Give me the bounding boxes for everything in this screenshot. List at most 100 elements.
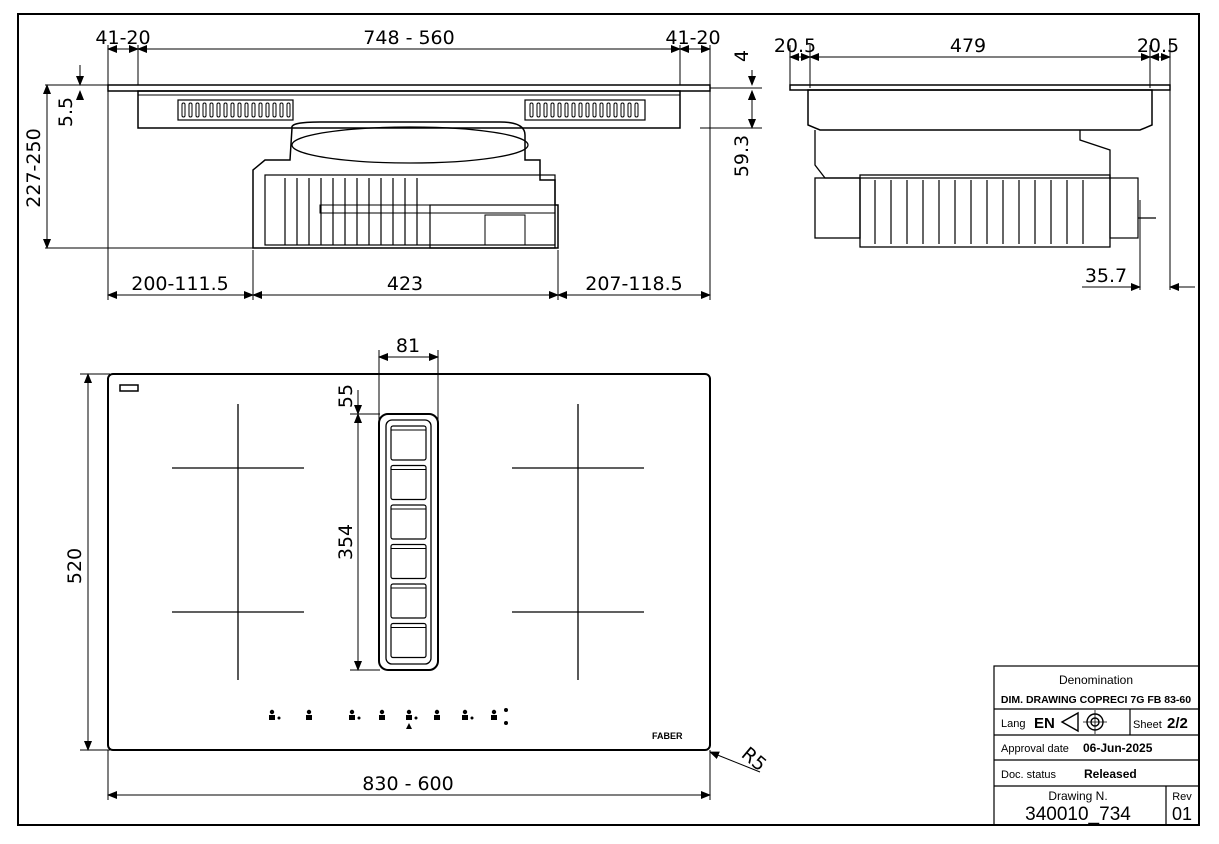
dim-hob-width: 830 - 600 (362, 773, 453, 795)
control-segment (379, 715, 385, 720)
dim-top-thickness: 4 (731, 50, 753, 62)
vent-slot (188, 102, 193, 118)
rev-label: Rev (1172, 791, 1192, 803)
sheet-value: 2/2 (1167, 715, 1188, 732)
vent-slot (279, 102, 284, 118)
vent-slot (230, 102, 235, 118)
dim-top-left-margin: 41-20 (95, 27, 150, 49)
control-dot (406, 709, 412, 715)
grille-section (390, 504, 427, 540)
vent-slot (209, 102, 214, 118)
dim-top-right-margin: 41-20 (665, 27, 720, 49)
front-view-dimensions (43, 45, 756, 299)
control-dot (269, 709, 275, 715)
vent-slot (585, 102, 590, 118)
dim-glass-offset: 5.5 (55, 97, 77, 127)
vent-slot (244, 102, 249, 118)
dim-vent-width: 81 (396, 335, 420, 357)
vent-slot (606, 102, 611, 118)
vent-slot (286, 102, 291, 118)
touch-controls (269, 708, 508, 729)
dim-hob-depth: 520 (64, 548, 86, 584)
dim-bottom-left: 200-111.5 (131, 273, 229, 295)
grille-section (390, 464, 427, 501)
dim-bottom-right: 207-118.5 (585, 273, 683, 295)
vent-slot (613, 102, 618, 118)
vent-slot (592, 102, 597, 118)
control-segment (269, 715, 275, 720)
drawing-number: 340010_734 (1025, 804, 1131, 825)
front-view (45, 45, 762, 300)
control-segment (491, 715, 497, 720)
lang-value: EN (1034, 715, 1055, 732)
control-segment (349, 715, 355, 720)
vent-slot (620, 102, 625, 118)
control-segment (434, 715, 440, 720)
hob-glass-outline (107, 373, 711, 751)
dim-side-width: 479 (950, 35, 986, 57)
control-dot (462, 709, 468, 715)
control-dot (357, 716, 361, 720)
denomination-value: DIM. DRAWING COPRECI 7G FB 83-60 (1001, 694, 1191, 706)
grille-section (390, 543, 427, 580)
drawing-frame (17, 13, 1200, 826)
grille-section (390, 622, 427, 659)
control-dot (491, 709, 497, 715)
vent-slot (550, 102, 555, 118)
approval-date: 06-Jun-2025 (1083, 741, 1153, 755)
status-label: Doc. status (1001, 769, 1057, 781)
drawing-number-label: Drawing N. (1048, 789, 1107, 803)
vent-slot (571, 102, 576, 118)
hob-dimensions (84, 353, 761, 799)
downdraft-vent (378, 413, 439, 671)
control-dot (379, 709, 385, 715)
control-dot (349, 709, 355, 715)
vent-slot (272, 102, 277, 118)
hob-top-view (80, 350, 711, 800)
dim-side-offset: 35.7 (1085, 265, 1127, 287)
dim-vent-length: 354 (335, 524, 357, 560)
dim-total-height: 227-250 (23, 128, 45, 207)
vent-slot (251, 102, 256, 118)
vent-slot (578, 102, 583, 118)
dim-corner-radius: R5 (737, 743, 771, 776)
cooking-zone-marks (172, 404, 644, 680)
control-dot (434, 709, 440, 715)
vent-slot (543, 102, 548, 118)
control-dot (414, 716, 418, 720)
vent-slot (223, 102, 228, 118)
vent-slot (557, 102, 562, 118)
vent-slot (237, 102, 242, 118)
control-dot (504, 708, 508, 712)
control-dot (277, 716, 281, 720)
lang-label: Lang (1001, 718, 1025, 730)
vent-slot (564, 102, 569, 118)
vent-slot (195, 102, 200, 118)
dim-side-right: 20.5 (1137, 35, 1179, 57)
brand-logo: FABER (652, 731, 683, 741)
vent-slot (529, 102, 534, 118)
caret-icon (406, 723, 412, 729)
denomination-label: Denomination (1059, 673, 1133, 687)
vent-slot (258, 102, 263, 118)
control-segment (306, 715, 312, 720)
title-block (993, 665, 1200, 826)
control-dot (504, 721, 508, 725)
status-value: Released (1084, 767, 1137, 781)
vent-slot (627, 102, 632, 118)
grille-section (390, 583, 427, 619)
dim-vent-top: 55 (335, 384, 357, 408)
control-dot (306, 709, 312, 715)
vent-slot (216, 102, 221, 118)
dim-bottom-center: 423 (387, 273, 423, 295)
power-indicator-icon (119, 384, 139, 392)
dim-side-left: 20.5 (774, 35, 816, 57)
vent-slot (202, 102, 207, 118)
vent-slot (265, 102, 270, 118)
rev-value: 01 (1172, 804, 1192, 824)
vent-slot (634, 102, 639, 118)
control-segment (462, 715, 468, 720)
sheet-label: Sheet (1133, 719, 1162, 731)
projection-symbol-icon (1060, 710, 1107, 734)
